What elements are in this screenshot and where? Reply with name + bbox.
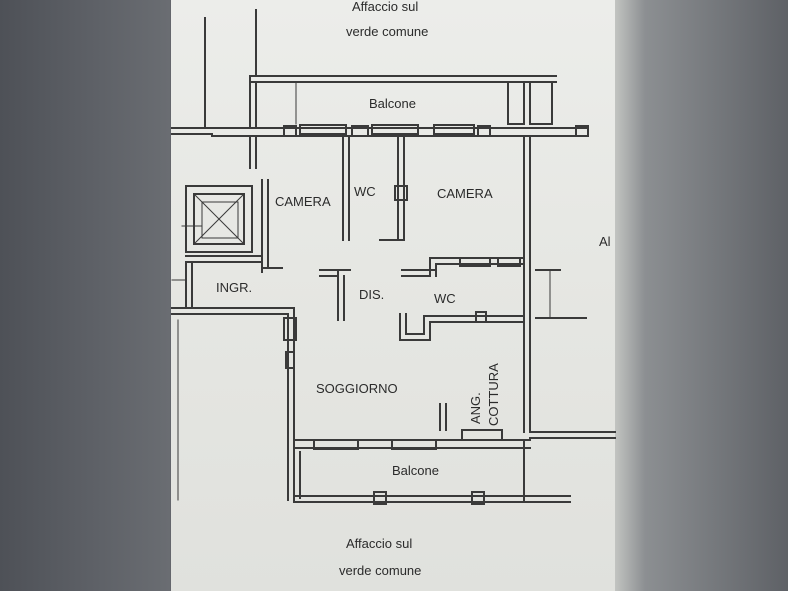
balcony-column xyxy=(507,81,525,125)
fixture xyxy=(475,311,487,323)
room-label-camera-right: CAMERA xyxy=(437,186,493,201)
window xyxy=(285,351,295,369)
balcony-column xyxy=(529,81,553,125)
stairwell xyxy=(193,193,245,245)
window xyxy=(497,257,521,267)
window xyxy=(459,257,491,267)
header-line-2: verde comune xyxy=(346,24,429,39)
window xyxy=(433,124,475,135)
window xyxy=(313,439,359,450)
room-label-balcone-bottom: Balcone xyxy=(392,463,439,478)
room-label-balcone-top: Balcone xyxy=(369,96,416,111)
stairwell xyxy=(185,185,253,253)
window xyxy=(371,124,419,135)
balcony-column xyxy=(471,491,485,505)
edge-fragment-label: Al xyxy=(599,234,611,249)
room-label-cottura: COTTURA xyxy=(486,363,501,426)
header-line-1: Affaccio sul xyxy=(352,0,419,14)
balcony-column xyxy=(373,491,387,505)
window xyxy=(351,125,369,137)
room-label-ang: ANG. xyxy=(468,392,483,424)
footer-line-1: Affaccio sul xyxy=(346,536,413,551)
window xyxy=(461,429,503,441)
window xyxy=(391,439,437,450)
room-label-wc-bottom: WC xyxy=(434,291,456,306)
room-label-wc-top: WC xyxy=(354,184,376,199)
room-label-camera-left: CAMERA xyxy=(275,194,331,209)
window xyxy=(299,124,347,135)
room-label-disimpegno: DIS. xyxy=(359,287,385,302)
room-label-soggiorno: SOGGIORNO xyxy=(316,381,398,396)
room-label-ingresso: INGR. xyxy=(216,280,253,295)
stairwell xyxy=(201,201,239,239)
stairwell xyxy=(193,193,245,245)
window xyxy=(283,125,297,137)
background-edge xyxy=(615,0,788,591)
footer-line-2: verde comune xyxy=(339,563,422,578)
fixture xyxy=(394,185,408,201)
window xyxy=(283,317,297,341)
window xyxy=(477,125,491,137)
window xyxy=(575,125,589,137)
paper-sheet xyxy=(171,0,615,591)
